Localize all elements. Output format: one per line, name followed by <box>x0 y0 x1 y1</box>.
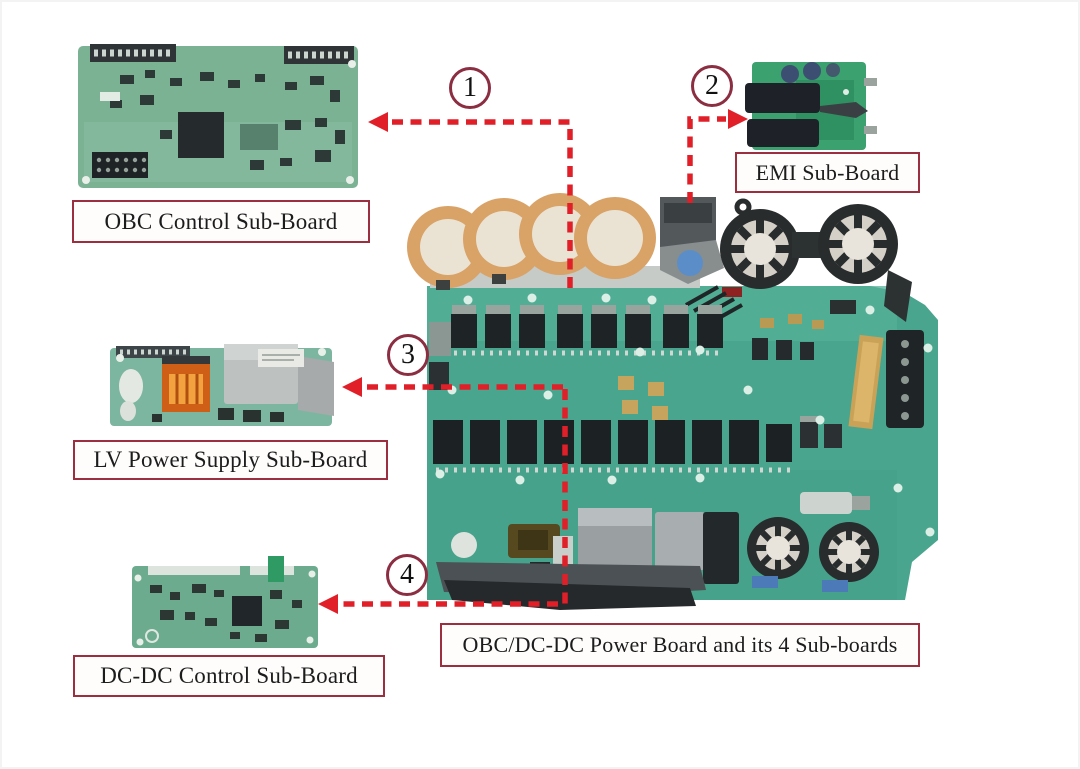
mosfet-row-upper <box>451 305 814 360</box>
callout-circle-4: 4 <box>386 554 428 596</box>
label-emi-sub-board: EMI Sub-Board <box>735 152 920 193</box>
toroid-inductor <box>819 522 879 582</box>
lv-power-board-photo <box>110 344 334 426</box>
emi-board-photo <box>745 62 877 150</box>
toroid-inductor <box>747 517 809 579</box>
dcdc-control-board-photo <box>132 556 318 648</box>
obc-control-board-photo <box>78 44 358 188</box>
toroid-inductor <box>818 204 898 284</box>
label-dcdc-control-sub-board: DC-DC Control Sub-Board <box>73 655 385 697</box>
callout-circle-3: 3 <box>387 334 429 376</box>
arrow-1-head <box>368 112 388 132</box>
arrow-4-head <box>318 594 338 614</box>
bulk-capacitors <box>407 193 656 290</box>
callout-circle-2: 2 <box>691 65 733 107</box>
arrow-3-head <box>342 377 362 397</box>
main-board-photo <box>407 193 938 610</box>
arrow-2-line <box>687 116 726 203</box>
mosfet-row-lower <box>433 416 842 473</box>
callout-circle-1: 1 <box>449 67 491 109</box>
label-lv-power-supply-sub-board: LV Power Supply Sub-Board <box>73 440 388 480</box>
toroid-inductor <box>720 198 800 289</box>
label-obc-control-sub-board: OBC Control Sub-Board <box>72 200 370 243</box>
arrow-2-head <box>728 109 748 129</box>
main-board-caption: OBC/DC-DC Power Board and its 4 Sub-boar… <box>440 623 920 667</box>
